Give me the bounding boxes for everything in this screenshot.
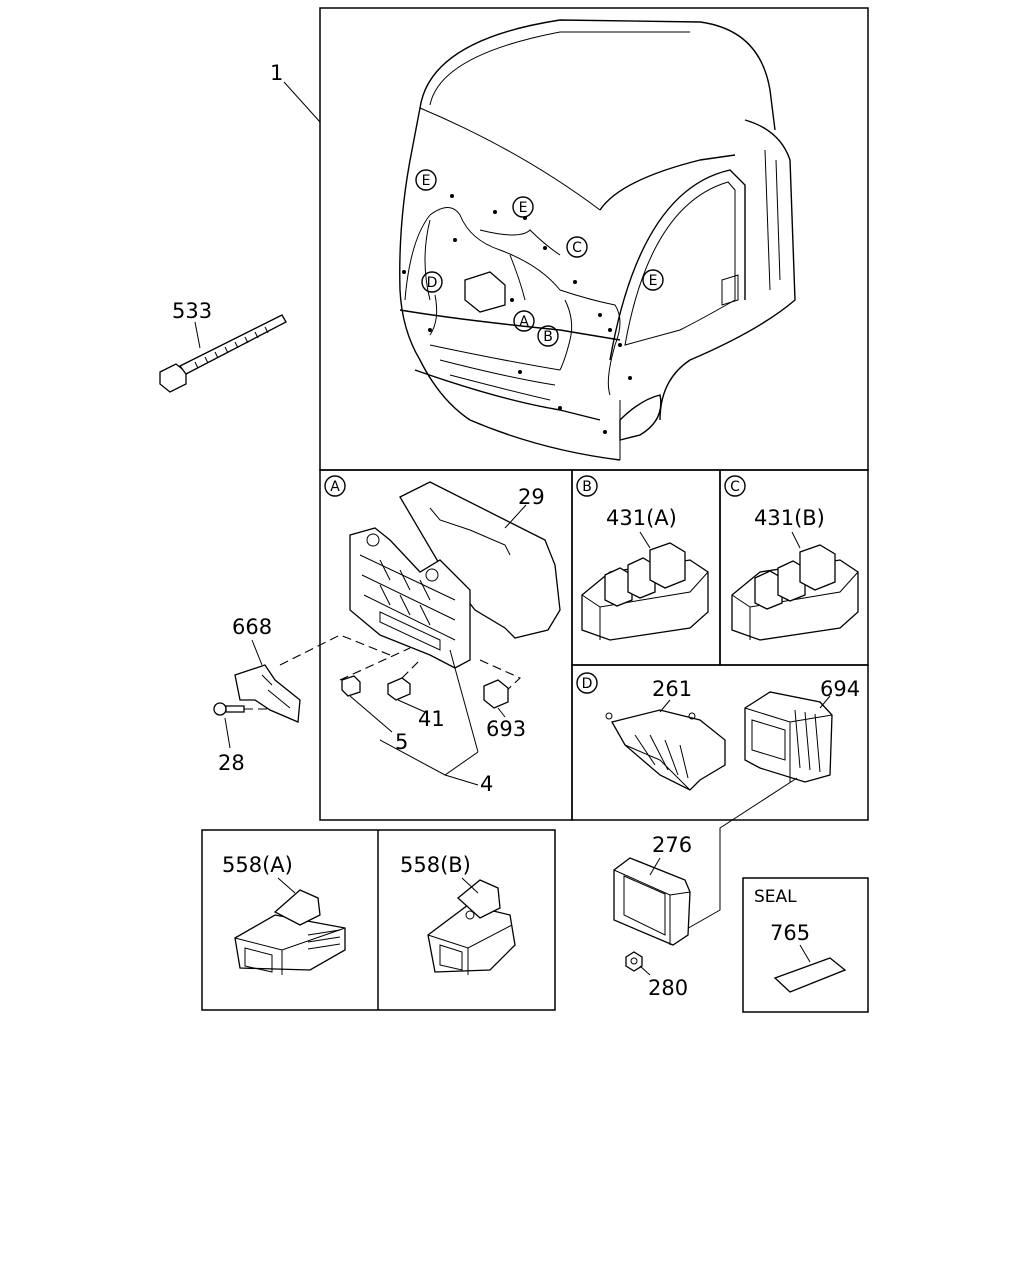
svg-text:558(B): 558(B): [400, 853, 471, 877]
svg-text:A: A: [519, 314, 529, 330]
svg-text:D: D: [582, 676, 593, 692]
svg-text:4: 4: [480, 772, 493, 796]
svg-text:5: 5: [395, 730, 408, 754]
connector-panel: [201, 829, 556, 1011]
callout-harness: 1: [270, 61, 321, 123]
svg-text:C: C: [730, 479, 740, 495]
case-cover-drawing: [605, 709, 726, 791]
fuse-small-drawing: [387, 677, 411, 701]
svg-text:668: 668: [232, 615, 272, 639]
bolt-drawing: [213, 702, 270, 716]
connector-a-drawing: [234, 889, 346, 975]
svg-text:29: 29: [518, 485, 545, 509]
relay-a-drawing: [581, 542, 709, 641]
seal-title: SEAL: [754, 887, 797, 907]
svg-text:B: B: [582, 479, 592, 495]
unit-drawing: [744, 691, 833, 783]
svg-text:431(B): 431(B): [754, 506, 825, 530]
svg-text:276: 276: [652, 833, 692, 857]
svg-text:28: 28: [218, 751, 245, 775]
callout-connector-b: 558(B): [400, 853, 479, 894]
callout-seal: 765: [770, 921, 811, 963]
callout-case-cover: 261: [652, 677, 692, 713]
marker-d-cab: D: [421, 271, 443, 293]
marker-d-panel: D: [576, 672, 598, 694]
nut-drawing: [625, 951, 643, 972]
marker-c-cab: C: [566, 236, 588, 258]
callout-relay-small: 693: [486, 707, 526, 741]
relay-b-drawing: [731, 544, 859, 641]
svg-text:B: B: [543, 329, 553, 345]
ecu-drawing: [613, 857, 691, 946]
seal-panel: [742, 877, 869, 1013]
svg-text:A: A: [330, 479, 340, 495]
relay-small-drawing: [483, 679, 509, 709]
svg-text:431(A): 431(A): [606, 506, 677, 530]
svg-text:E: E: [649, 273, 658, 289]
connector-b-drawing: [427, 879, 516, 975]
svg-text:280: 280: [648, 976, 688, 1000]
svg-text:41: 41: [418, 707, 445, 731]
marker-e-right: E: [642, 269, 664, 291]
callout-bracket: 668: [232, 615, 272, 666]
marker-a-cab: A: [513, 310, 535, 332]
callout-cover: 29: [504, 485, 545, 529]
fuse-drawing: [341, 675, 361, 697]
callout-fuse: 5: [349, 695, 408, 754]
svg-text:693: 693: [486, 717, 526, 741]
svg-text:558(A): 558(A): [222, 853, 293, 877]
svg-text:E: E: [422, 173, 431, 189]
svg-text:C: C: [572, 240, 582, 256]
callout-unit: 694: [819, 677, 860, 709]
marker-e-left: E: [415, 169, 437, 191]
svg-text:1: 1: [270, 61, 283, 85]
callout-cable-tie: 533: [172, 299, 212, 349]
callout-fuse-small: 41: [397, 699, 445, 731]
svg-text:261: 261: [652, 677, 692, 701]
callout-relay-a: 431(A): [606, 506, 677, 549]
seal-drawing: [773, 957, 847, 993]
bracket-drawing: [234, 664, 301, 723]
callout-relay-b: 431(B): [754, 506, 825, 549]
callout-bolt: 28: [218, 717, 245, 775]
marker-b-panel: B: [576, 475, 598, 497]
svg-text:765: 765: [770, 921, 810, 945]
callout-nut: 280: [639, 965, 688, 1000]
svg-text:533: 533: [172, 299, 212, 323]
main-cab-panel: [319, 7, 869, 471]
svg-text:694: 694: [820, 677, 860, 701]
marker-a-panel: A: [324, 475, 346, 497]
svg-text:SEAL: SEAL: [754, 887, 797, 907]
callout-connector-a: 558(A): [222, 853, 296, 894]
cable-tie-drawing: [159, 314, 287, 393]
marker-b-cab: B: [537, 325, 559, 347]
marker-e-center: E: [512, 196, 534, 218]
fuse-box-drawing: [349, 527, 471, 669]
marker-c-panel: C: [724, 475, 746, 497]
callout-ecu: 276: [649, 833, 692, 876]
detail-panel-d: [571, 664, 869, 821]
truck-cab-drawing: [399, 19, 796, 461]
callout-fuse-group: 4: [379, 649, 493, 796]
svg-text:E: E: [519, 200, 528, 216]
svg-text:D: D: [427, 275, 438, 291]
